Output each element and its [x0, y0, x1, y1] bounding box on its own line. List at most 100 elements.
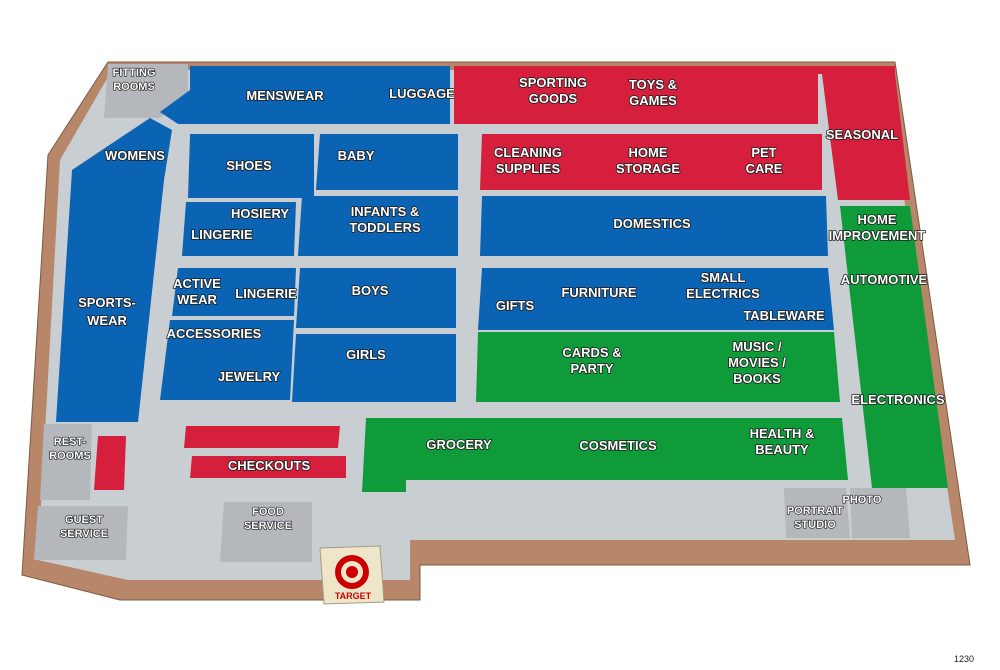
furniture-block[interactable]: GIFTS FURNITURE SMALL ELECTRICS TABLEWAR… [478, 268, 834, 330]
svg-text:CARE: CARE [746, 161, 783, 176]
svg-text:FOOD: FOOD [252, 506, 284, 518]
sporting-goods-label-1: SPORTING [519, 75, 587, 90]
seasonal-area[interactable]: SEASONAL [822, 74, 910, 200]
svg-text:SMALL: SMALL [701, 270, 746, 285]
home-improvement-label-2: IMPROVEMENT [829, 228, 926, 243]
grocery-cosmetics-strip[interactable]: GROCERY COSMETICS HEALTH & BEAUTY [362, 418, 848, 492]
fitting-rooms-label-2: ROOMS [113, 81, 155, 93]
music-label-3: BOOKS [733, 371, 781, 386]
womens-area[interactable]: WOMENS SPORTS- WEAR [56, 118, 172, 422]
menswear-area[interactable]: MENSWEAR LUGGAGE [160, 66, 456, 124]
hardlines-green-column[interactable]: HOME IMPROVEMENT AUTOMOTIVE ELECTRONICS [828, 206, 948, 488]
sporting-goods-label-2: GOODS [529, 91, 578, 106]
cards-music-block[interactable]: CARDS & PARTY MUSIC / MOVIES / BOOKS [476, 332, 840, 402]
page-number: 1230 [953, 654, 974, 664]
shoes-label: SHOES [226, 158, 272, 173]
portrait-studio-label-1: PORTRAIT [787, 505, 844, 517]
gifts-label: GIFTS [496, 298, 535, 313]
cleaning-supplies-label-1: CLEANING [494, 145, 562, 160]
target-logo-text: TARGET [335, 591, 372, 601]
svg-text:SPORTING: SPORTING [519, 75, 587, 90]
toys-games-label-1: TOYS & [629, 77, 677, 92]
music-label-1: MUSIC / [732, 339, 782, 354]
baby-label: BABY [338, 148, 375, 163]
svg-text:SPORTS-: SPORTS- [78, 295, 136, 310]
svg-text:BEAUTY: BEAUTY [755, 442, 809, 457]
svg-text:PORTRAIT: PORTRAIT [787, 505, 844, 517]
sportswear-label-2: WEAR [87, 313, 127, 328]
svg-text:FITTING: FITTING [113, 67, 156, 79]
grocery-label: GROCERY [426, 437, 492, 452]
svg-text:CLEANING: CLEANING [494, 145, 562, 160]
furniture-label: FURNITURE [561, 285, 636, 300]
lingerie-upper-label: LINGERIE [191, 227, 253, 242]
svg-text:HOME: HOME [629, 145, 668, 160]
restrooms-label-2: ROOMS [49, 450, 91, 462]
cosmetics-label: COSMETICS [579, 438, 657, 453]
womens-label: WOMENS [105, 148, 165, 163]
svg-text:TODDLERS: TODDLERS [349, 220, 421, 235]
svg-text:HEALTH &: HEALTH & [750, 426, 815, 441]
svg-text:SERVICE: SERVICE [244, 520, 292, 532]
active-wear-label-1: ACTIVE [173, 276, 221, 291]
electronics-label: ELECTRONICS [851, 392, 945, 407]
seasonal-label: SEASONAL [826, 127, 898, 142]
small-electrics-label-1: SMALL [701, 270, 746, 285]
apparel-block[interactable]: SHOES BABY HOSIERY LINGERIE INFANTS & TO… [160, 134, 458, 402]
food-service-label-1: FOOD [252, 506, 284, 518]
svg-text:REST-: REST- [54, 436, 87, 448]
checkouts-label: CHECKOUTS [228, 458, 311, 473]
music-label-2: MOVIES / [728, 355, 786, 370]
guest-service-label-2: SERVICE [60, 528, 108, 540]
fitting-rooms-area[interactable]: FITTING ROOMS [104, 64, 188, 118]
pet-care-label-2: CARE [746, 161, 783, 176]
svg-text:BOOKS: BOOKS [733, 371, 781, 386]
girls-label: GIRLS [346, 347, 386, 362]
svg-text:TOYS &: TOYS & [629, 77, 677, 92]
domestics-label: DOMESTICS [613, 216, 691, 231]
cleaning-supplies-label-2: SUPPLIES [496, 161, 561, 176]
svg-text:GOODS: GOODS [529, 91, 578, 106]
service-rooms[interactable]: REST- ROOMS GUEST SERVICE FOOD SERVICE P… [34, 424, 910, 562]
target-entrance-sign: TARGET [319, 545, 385, 605]
hosiery-label: HOSIERY [231, 206, 289, 221]
home-red-block[interactable]: CLEANING SUPPLIES HOME STORAGE PET CARE [480, 134, 822, 190]
svg-text:GUEST: GUEST [65, 514, 103, 526]
sportswear-label-1: SPORTS- [78, 295, 136, 310]
sporting-toys-area[interactable]: SPORTING GOODS TOYS & GAMES [454, 66, 895, 124]
pet-care-label-1: PET [751, 145, 776, 160]
svg-text:ROOMS: ROOMS [49, 450, 91, 462]
tableware-label: TABLEWARE [743, 308, 825, 323]
health-beauty-label-1: HEALTH & [750, 426, 815, 441]
svg-text:STORAGE: STORAGE [616, 161, 680, 176]
menswear-label: MENSWEAR [246, 88, 324, 103]
cards-party-label-1: CARDS & [562, 345, 621, 360]
jewelry-label: JEWELRY [218, 369, 281, 384]
active-wear-label-2: WEAR [177, 292, 217, 307]
svg-text:PARTY: PARTY [570, 361, 613, 376]
restrooms-label-1: REST- [54, 436, 87, 448]
svg-text:STUDIO: STUDIO [794, 519, 836, 531]
svg-text:SERVICE: SERVICE [60, 528, 108, 540]
health-beauty-label-2: BEAUTY [755, 442, 809, 457]
food-service-label-2: SERVICE [244, 520, 292, 532]
svg-text:MUSIC /: MUSIC / [732, 339, 782, 354]
toys-games-label-2: GAMES [629, 93, 677, 108]
automotive-label: AUTOMOTIVE [841, 272, 928, 287]
boys-label: BOYS [352, 283, 389, 298]
luggage-label: LUGGAGE [389, 86, 455, 101]
infants-toddlers-label-2: TODDLERS [349, 220, 421, 235]
cards-party-label-2: PARTY [570, 361, 613, 376]
portrait-studio-label-2: STUDIO [794, 519, 836, 531]
infants-toddlers-label-1: INFANTS & [351, 204, 420, 219]
svg-text:HOME: HOME [858, 212, 897, 227]
svg-text:PET: PET [751, 145, 776, 160]
svg-text:WEAR: WEAR [87, 313, 127, 328]
fitting-rooms-label-1: FITTING [113, 67, 156, 79]
svg-text:INFANTS &: INFANTS & [351, 204, 420, 219]
svg-text:CARDS &: CARDS & [562, 345, 621, 360]
lingerie-lower-label: LINGERIE [235, 286, 297, 301]
checkout-lanes[interactable]: CHECKOUTS [94, 426, 346, 490]
svg-text:ROOMS: ROOMS [113, 81, 155, 93]
domestics-area[interactable]: DOMESTICS [480, 196, 828, 256]
